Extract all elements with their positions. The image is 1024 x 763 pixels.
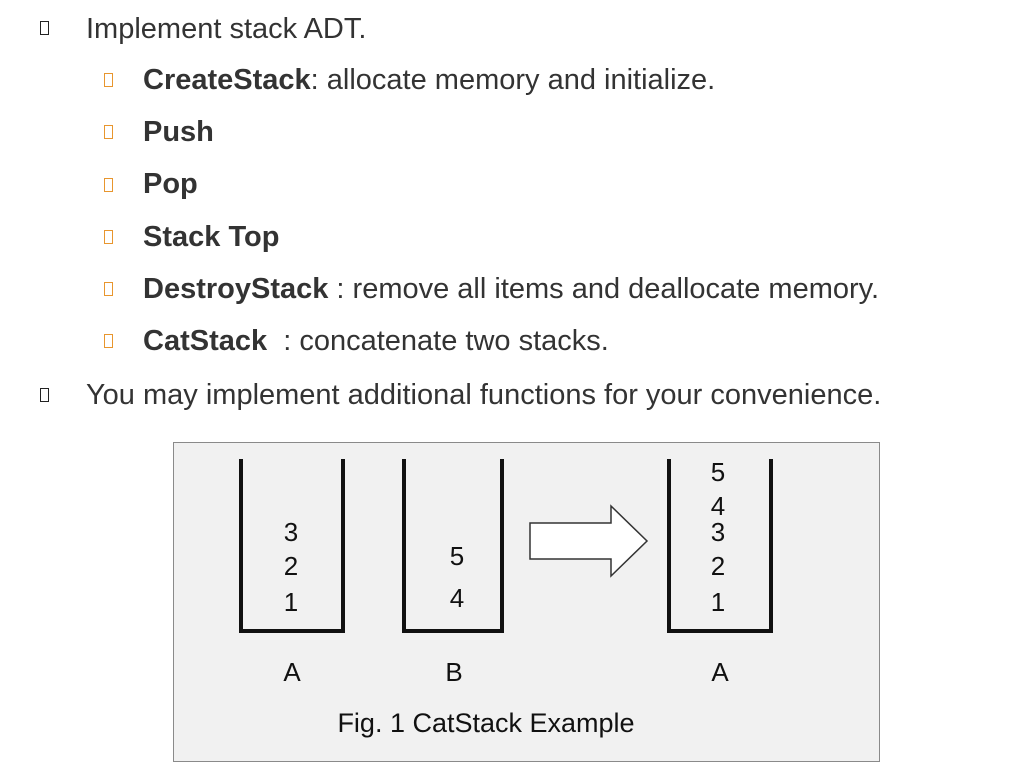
stack-a-item: 2: [284, 551, 298, 581]
sub-bullet-marker: [104, 334, 113, 348]
stack-result-item: 5: [711, 457, 725, 487]
sub-bullet-marker: [104, 125, 113, 139]
sub-bullet-push: Push: [143, 115, 214, 149]
stack-b-item: 4: [450, 583, 464, 613]
sub-bullet-catstack: CatStack : concatenate two stacks.: [143, 324, 609, 358]
stack-a-label: A: [283, 657, 301, 687]
term-stack-top: Stack Top: [143, 221, 280, 253]
sub-bullet-createstack: CreateStack: allocate memory and initial…: [143, 63, 715, 97]
figure-caption: Fig. 1 CatStack Example: [337, 708, 634, 738]
bullet-text-implement-stack: Implement stack ADT.: [86, 13, 367, 45]
catstack-figure: 3 2 1 5 4 5 4 3 2 1 A B A Fig. 1 CatStac…: [173, 442, 880, 762]
stack-result-container: [667, 459, 773, 633]
term-destroystack: DestroyStack: [143, 273, 329, 305]
sub-bullet-marker: [104, 282, 113, 296]
stack-result-item: 2: [711, 551, 725, 581]
bullet-marker: [40, 388, 49, 402]
term-catstack: CatStack: [143, 325, 268, 357]
bullet-text-additional-functions: You may implement additional functions f…: [86, 379, 882, 411]
desc-destroystack: : remove all items and deallocate memory…: [328, 273, 880, 305]
sub-bullet-marker: [104, 230, 113, 244]
stack-b-container: [402, 459, 504, 633]
sub-bullet-pop: Pop: [143, 167, 198, 201]
stack-a-item: 1: [284, 587, 298, 617]
stack-a-container: [239, 459, 345, 633]
sub-bullet-destroystack: DestroyStack : remove all items and deal…: [143, 272, 879, 306]
stack-result-item: 4: [711, 491, 725, 521]
stack-a-item: 3: [284, 517, 298, 547]
stack-result-item: 1: [711, 587, 725, 617]
sub-bullet-marker: [104, 73, 113, 87]
catstack-diagram: 3 2 1 5 4 5 4 3 2 1 A B A Fig. 1 CatStac…: [239, 457, 773, 738]
stack-b-item: 5: [450, 541, 464, 571]
term-push: Push: [143, 116, 214, 148]
bullet-marker: [40, 21, 49, 35]
stack-result-label: A: [711, 657, 729, 687]
sub-bullet-marker: [104, 178, 113, 192]
term-pop: Pop: [143, 168, 198, 200]
desc-createstack: : allocate memory and initialize.: [310, 64, 716, 96]
arrow-right-icon: [529, 504, 649, 578]
desc-catstack: : concatenate two stacks.: [267, 325, 609, 357]
term-createstack: CreateStack: [143, 64, 311, 96]
sub-bullet-stack-top: Stack Top: [143, 220, 279, 254]
stack-b-label: B: [445, 657, 462, 687]
stack-result-item: 3: [711, 517, 725, 547]
